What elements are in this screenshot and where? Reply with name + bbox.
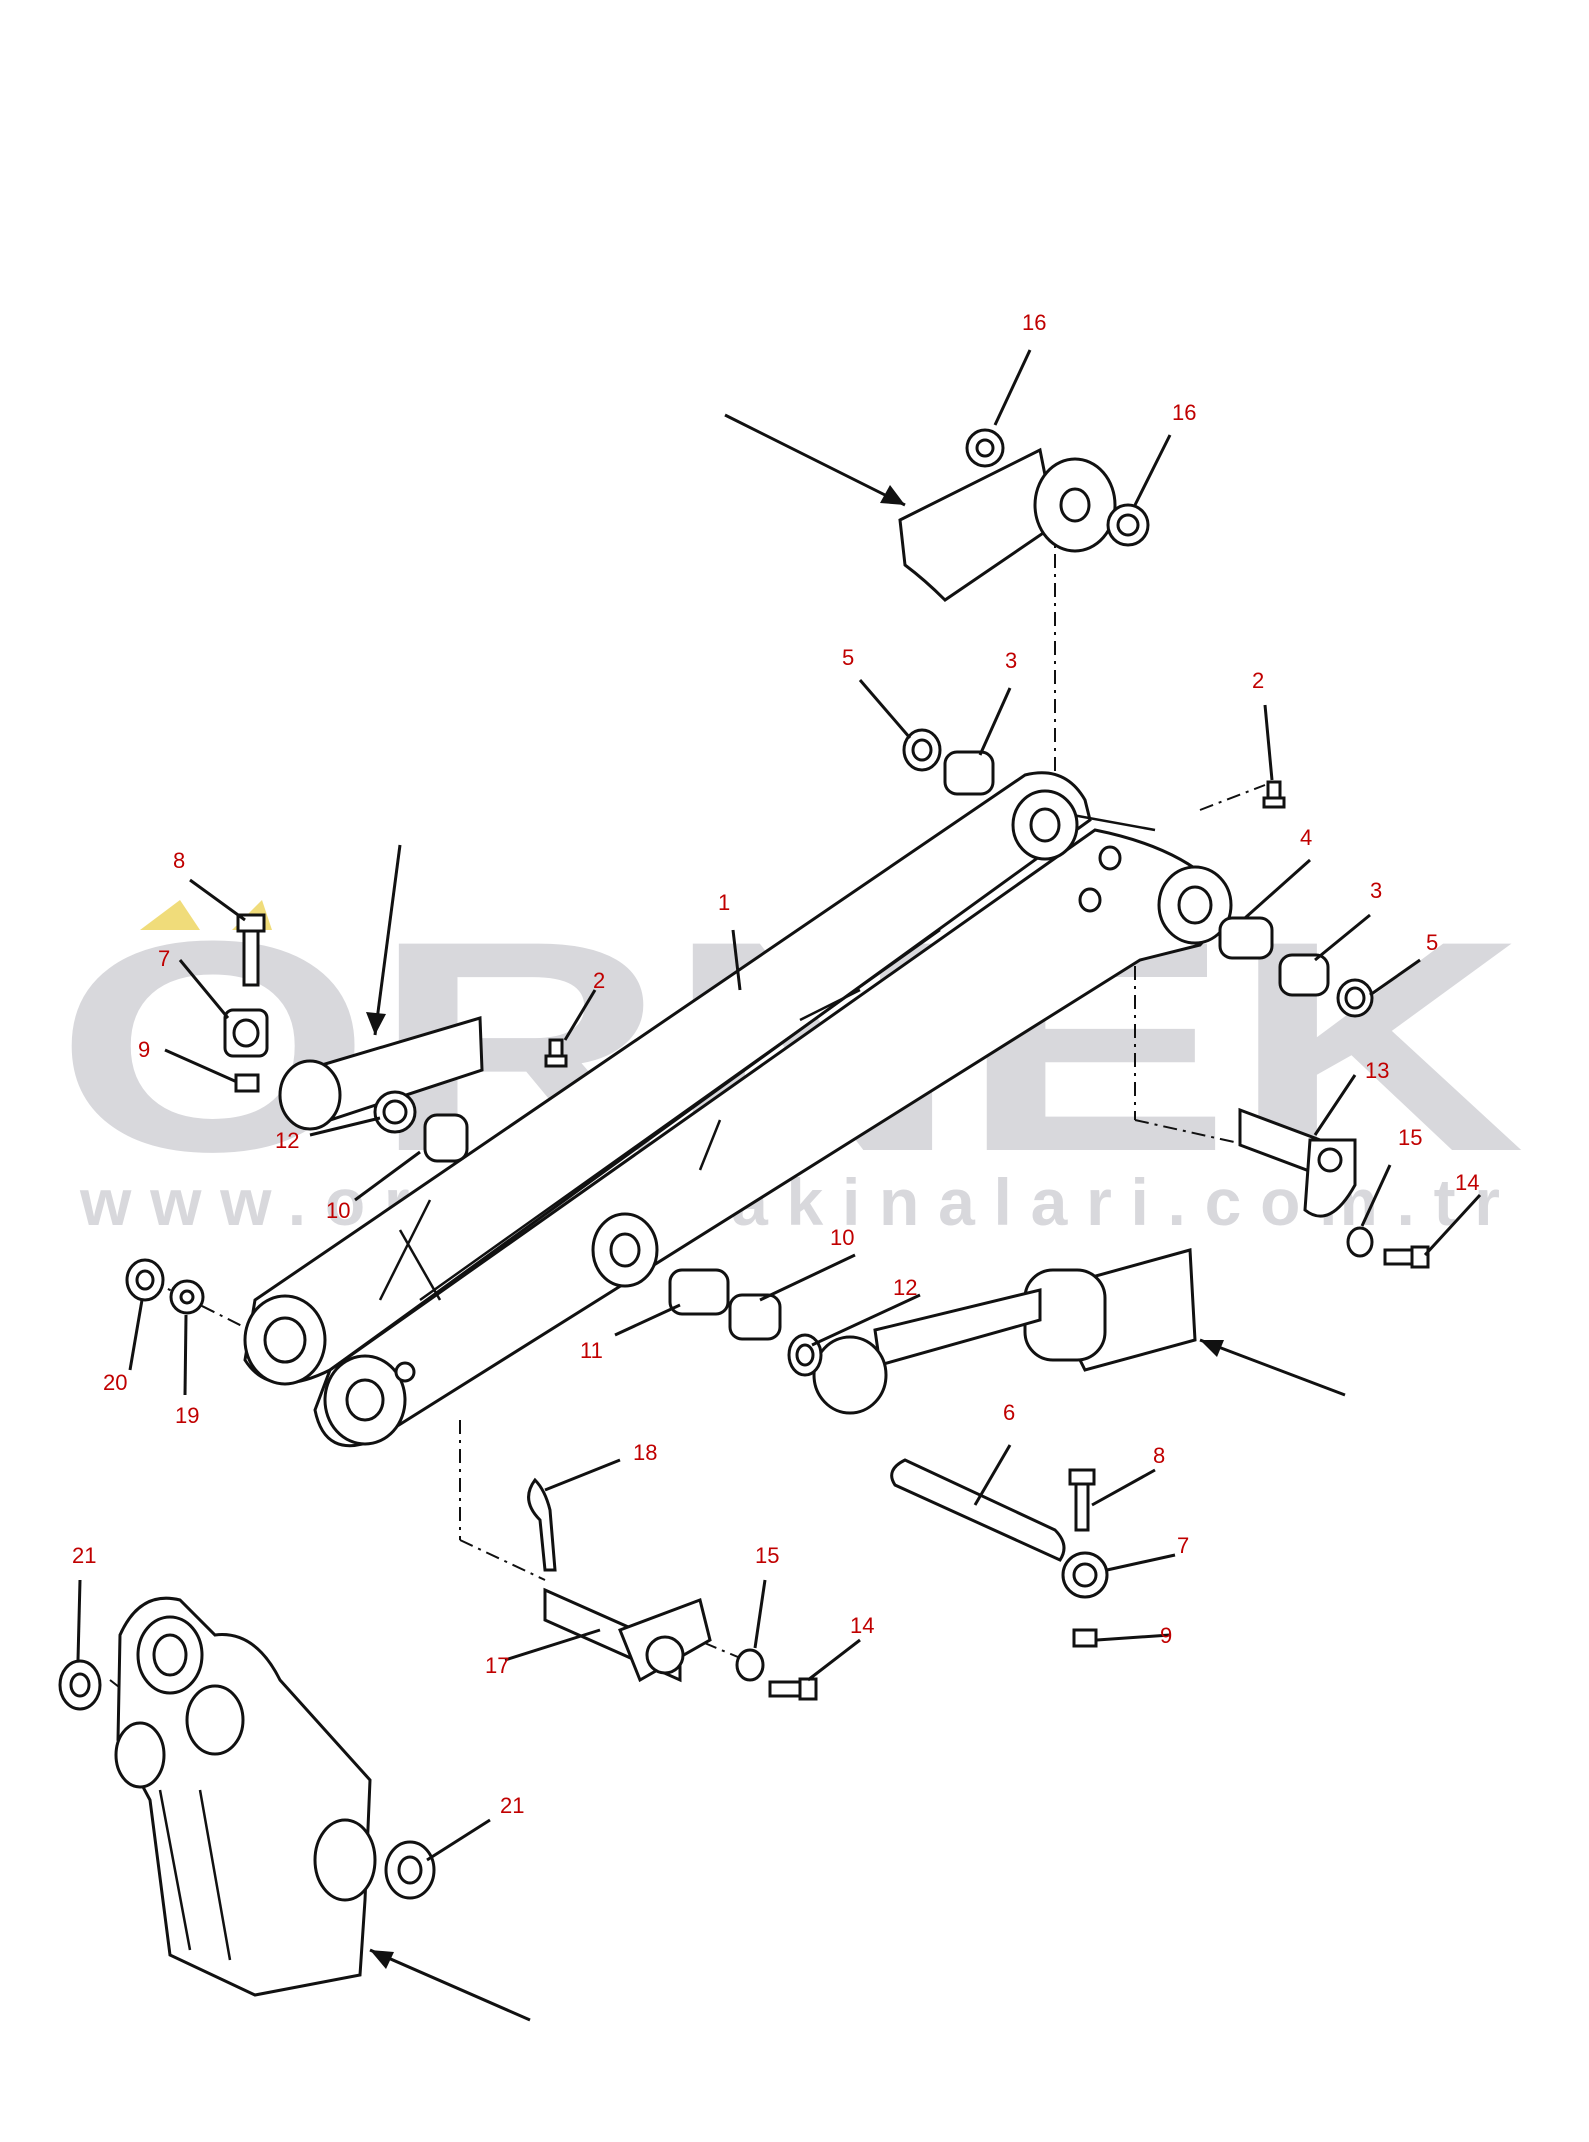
callout-16-top-left: 16	[1022, 310, 1046, 335]
callout-9-right: 9	[1160, 1623, 1172, 1648]
callout-leaders	[76, 349, 1482, 1862]
callout-6: 6	[1003, 1400, 1015, 1425]
callout-21-left: 21	[72, 1543, 96, 1568]
callout-17: 17	[485, 1653, 509, 1678]
callout-15-right: 15	[1398, 1125, 1422, 1150]
callout-11: 11	[580, 1338, 603, 1363]
top-cylinder	[898, 428, 1150, 602]
watermark-accent-left	[140, 900, 200, 930]
callout-7-left: 7	[158, 946, 170, 971]
callout-5-right: 5	[1426, 930, 1438, 955]
left-hardware	[125, 1258, 205, 1315]
callout-12-left: 12	[275, 1128, 299, 1153]
callout-16-top-right: 16	[1172, 400, 1196, 425]
callout-14-right: 14	[1455, 1170, 1479, 1195]
callout-18: 18	[633, 1440, 657, 1465]
callout-2-right: 2	[1252, 668, 1264, 693]
callout-14-bottom: 14	[850, 1613, 874, 1638]
lower-pin-group	[527, 1477, 818, 1701]
callout-3-right: 3	[1370, 878, 1382, 903]
callout-13: 13	[1365, 1058, 1389, 1083]
callout-19: 19	[175, 1403, 199, 1428]
main-arm-assembly	[243, 771, 1233, 1448]
callout-4: 4	[1300, 825, 1312, 850]
callout-7-right: 7	[1177, 1533, 1189, 1558]
top-pin-group	[902, 728, 1374, 1018]
callout-numbers: 16 16 5 3 2 4 3 5 1 8 7 9 2 12 10 13 15 …	[72, 310, 1479, 1818]
callout-20: 20	[103, 1370, 127, 1395]
callout-8-left: 8	[173, 848, 185, 873]
callout-21-right: 21	[500, 1793, 524, 1818]
mid-bushings	[668, 1268, 823, 1377]
callout-2-left: 2	[593, 968, 605, 993]
callout-8-right: 8	[1153, 1443, 1165, 1468]
right-pin-group	[1238, 1107, 1430, 1269]
callout-10-left: 10	[326, 1198, 350, 1223]
direction-arrows	[366, 413, 1346, 2022]
callout-9-left: 9	[138, 1037, 150, 1062]
callout-3-top: 3	[1005, 648, 1017, 673]
callout-15-bottom: 15	[755, 1543, 779, 1568]
callout-12-mid: 12	[893, 1275, 917, 1300]
callout-5-top: 5	[842, 645, 854, 670]
upper-left-cylinder	[223, 913, 568, 1163]
lower-right-cylinder	[812, 1248, 1197, 1648]
lower-boom	[58, 1596, 436, 1997]
callout-10-mid: 10	[830, 1225, 854, 1250]
callout-1: 1	[718, 890, 730, 915]
